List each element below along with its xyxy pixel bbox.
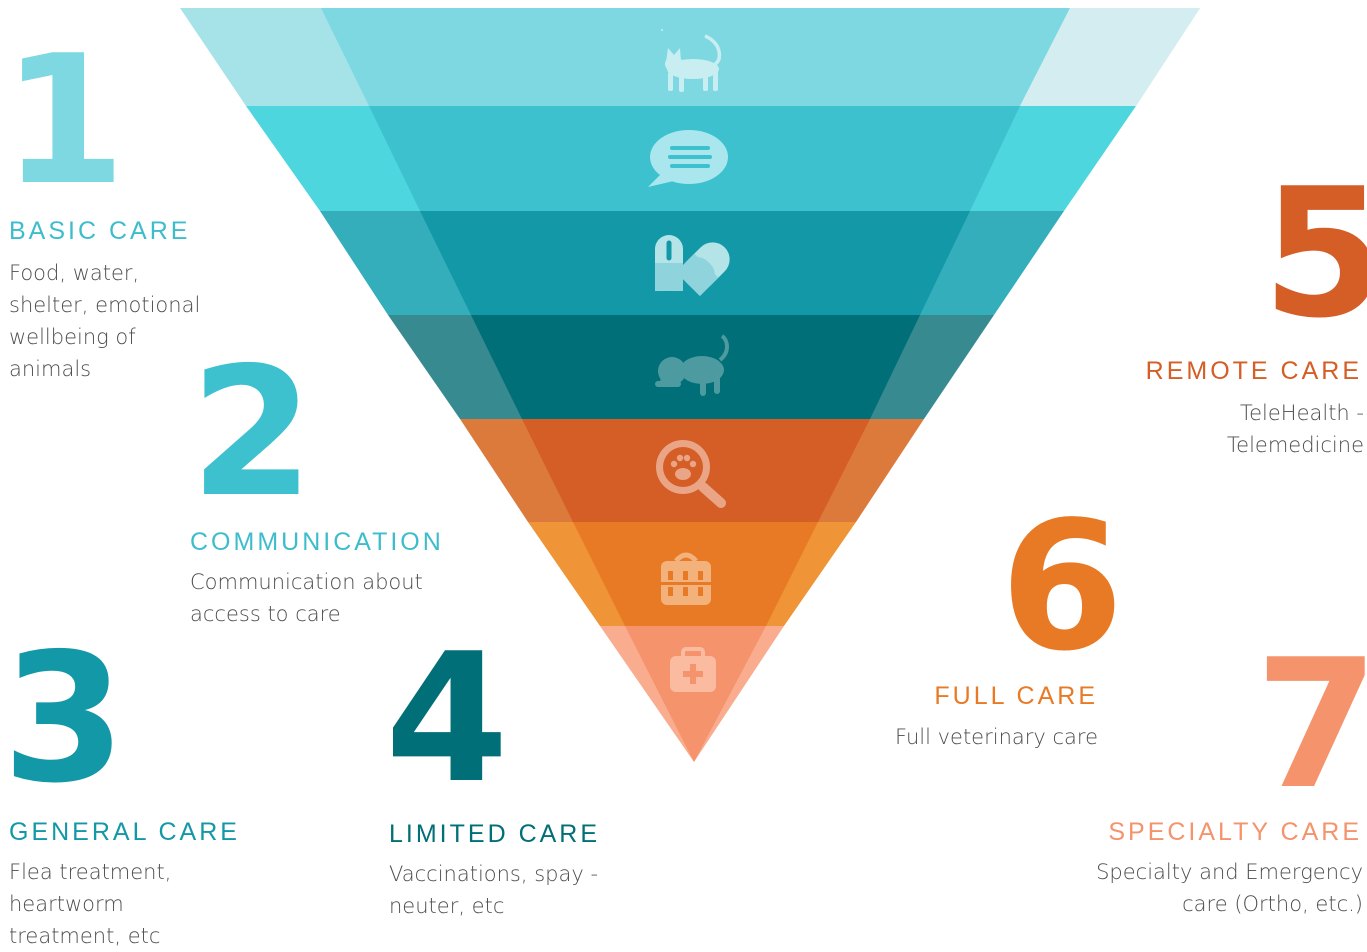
level-title-4: LIMITED CARE bbox=[389, 820, 601, 848]
level-description-4: Vaccinations, spay - neuter, etc bbox=[389, 862, 599, 918]
pills-icon bbox=[655, 235, 730, 297]
level-number-3: 3 bbox=[2, 615, 126, 822]
level-title-2: COMMUNICATION bbox=[190, 528, 444, 556]
level-title-1: BASIC CARE bbox=[9, 217, 191, 245]
paw-magnifier-icon bbox=[656, 440, 726, 508]
level-number-7: 7 bbox=[1255, 621, 1367, 828]
level-description-5: TeleHealth - Telemedicine bbox=[1226, 401, 1364, 457]
level-number-1: 1 bbox=[2, 17, 126, 224]
level-title-6: FULL CARE bbox=[934, 682, 1098, 710]
cat-icon bbox=[661, 29, 722, 92]
medical-kit-icon bbox=[670, 647, 716, 692]
puppy-icon bbox=[655, 334, 729, 396]
funnel-layer-7 bbox=[600, 626, 784, 762]
level-description-6: Full veterinary care bbox=[895, 725, 1098, 749]
level-title-7: SPECIALTY CARE bbox=[1108, 818, 1362, 846]
level-title-3: GENERAL CARE bbox=[9, 818, 240, 846]
level-description-3: Flea treatment, heartworm treatment, etc bbox=[9, 860, 172, 948]
level-number-2: 2 bbox=[190, 329, 314, 536]
funnel-layer-1 bbox=[180, 8, 1200, 106]
level-number-4: 4 bbox=[385, 615, 509, 822]
level-number-6: 6 bbox=[1000, 483, 1124, 690]
level-description-7: Specialty and Emergency care (Ortho, etc… bbox=[1096, 860, 1363, 916]
pet-carrier-icon bbox=[661, 552, 711, 605]
level-title-5: REMOTE CARE bbox=[1145, 357, 1362, 385]
level-description-1: Food, water, shelter, emotional wellbein… bbox=[9, 261, 201, 381]
level-description-2: Communication about access to care bbox=[190, 570, 423, 626]
chat-bubble-icon bbox=[648, 130, 728, 187]
level-number-5: 5 bbox=[1262, 150, 1367, 357]
